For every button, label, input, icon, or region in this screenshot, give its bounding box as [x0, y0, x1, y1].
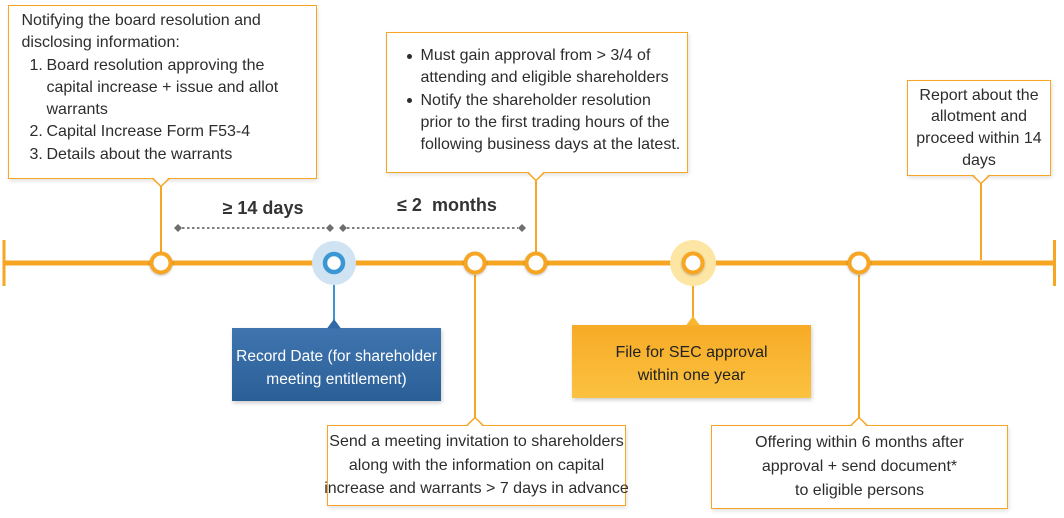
notice-period-start-diamond [174, 224, 182, 232]
offering-line: Offering within 6 months after [755, 434, 964, 451]
allotment-report-pointer [971, 174, 991, 185]
timeline-end-cap [1053, 240, 1056, 286]
allotment-report-line: days [962, 151, 996, 169]
approval-rules-bullet-item: Must gain approval from > 3/4 of attendi… [387, 45, 687, 90]
timeline-start-cap [2, 240, 6, 286]
notice-period-label: ≥ 14 days [222, 198, 304, 218]
list-item-text: Board resolution approving the capital i… [47, 55, 279, 122]
sec-filing-line: File for SEC approval [615, 343, 768, 361]
allotment-report-line: proceed within 14 [916, 130, 1042, 147]
milestone-node-sec-filing [681, 251, 705, 275]
sec-filing-node-halo [670, 240, 716, 286]
bullet-dot-icon [407, 53, 412, 59]
bullet-item-line: attending and eligible shareholders [420, 69, 669, 87]
sec-filing-line: within one year [637, 366, 746, 384]
meeting-window-label: ≤ 2 months [397, 195, 497, 215]
board-notice-list-item: 3. Details about the warrants [22, 144, 317, 166]
board-notice-intro-line: disclosing information: [21, 34, 180, 52]
allotment-report-line: Report about the [919, 86, 1039, 104]
board-notice-list-item: 2. Capital Increase Form F53-4 [22, 121, 317, 143]
timeline-axis [3, 260, 1056, 266]
meeting-window-end-diamond [518, 224, 526, 232]
list-number: 1. [29, 56, 43, 74]
list-item-line: Capital Increase Form F53-4 [46, 123, 251, 141]
bullet-marker [387, 90, 421, 157]
bullet-item-line: Must gain approval from > 3/4 of [420, 47, 651, 64]
record-date-node-halo [312, 241, 356, 285]
meeting-invitation-line: Send a meeting invitation to shareholder… [329, 433, 624, 451]
list-item-line: Details about the warrants [46, 145, 233, 163]
meeting-invitation-callout: Send a meeting invitation to shareholder… [324, 425, 629, 506]
offering-callout: Offering within 6 months after approval … [711, 425, 1008, 509]
bullet-dot-icon [407, 98, 412, 104]
milestone-node-board-notice [149, 251, 173, 275]
list-number: 2. [29, 123, 43, 141]
meeting-invitation-line: increase and warrants > 7 days in advanc… [324, 480, 629, 498]
bullet-marker [387, 45, 421, 90]
list-item-text: Details about the warrants [47, 144, 233, 166]
offering-line: approval + send document* [761, 458, 958, 475]
milestone-node-approval-rules [524, 251, 548, 275]
approval-rules-bullet-item: Notify the shareholder resolution prior … [387, 90, 687, 157]
record-date-line: meeting entitlement) [266, 370, 407, 388]
list-item-text: Capital Increase Form F53-4 [47, 121, 251, 143]
board-notice-list-item: 1. Board resolution approving the capita… [22, 55, 317, 122]
list-item-line: capital increase + issue and allot [46, 78, 279, 96]
meeting-invitation-line: along with the information on capital [348, 456, 605, 474]
milestone-node-meeting-invitation [463, 251, 487, 275]
meeting-window-start-diamond [339, 224, 347, 232]
notice-period-end-diamond [326, 224, 334, 232]
approval-rules-pointer [526, 171, 546, 182]
sec-filing-callout: File for SEC approval within one year [572, 325, 811, 398]
record-date-line: Record Date (for shareholder [236, 347, 437, 365]
allotment-report-callout: Report about the allotment and proceed w… [907, 80, 1051, 176]
list-item-line: Board resolution approving the [46, 56, 265, 74]
board-notice-pointer [151, 177, 171, 188]
board-notice-callout: Notifying the board resolution and discl… [8, 5, 317, 179]
offering-line: to eligible persons [795, 482, 924, 499]
allotment-report-line: allotment and [930, 108, 1028, 126]
bullet-item-line: prior to the first trading hours of the [420, 113, 670, 131]
bullet-item-line: Notify the shareholder resolution [420, 91, 651, 109]
list-number: 3. [29, 145, 43, 163]
list-item-line: warrants [46, 101, 108, 119]
bullet-item-text: Notify the shareholder resolution prior … [421, 90, 681, 157]
board-notice-intro-line: Notifying the board resolution and [21, 12, 261, 29]
milestone-node-offering [847, 251, 871, 275]
record-date-callout: Record Date (for shareholder meeting ent… [232, 328, 441, 401]
approval-rules-callout: Must gain approval from > 3/4 of attendi… [386, 32, 688, 173]
milestone-node-record-date [322, 251, 346, 275]
bullet-item-text: Must gain approval from > 3/4 of attendi… [421, 45, 669, 90]
board-notice-list: 1. Board resolution approving the capita… [22, 55, 317, 166]
bullet-item-line: following business days at the latest. [420, 136, 681, 154]
